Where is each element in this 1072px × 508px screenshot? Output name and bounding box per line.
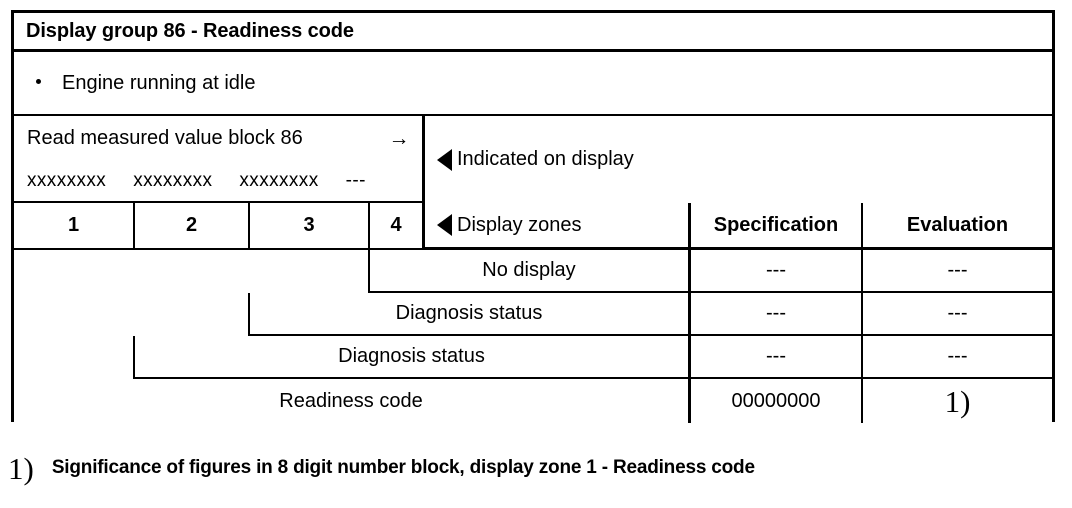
measured-values-row: xxxxxxxx xxxxxxxx xxxxxxxx ---	[14, 161, 422, 203]
row-specification-3: ---	[688, 336, 861, 379]
indicated-on-display-panel: Indicated on display	[422, 116, 1052, 203]
row-label-1: No display	[482, 259, 576, 281]
zone-header-2: 2	[133, 203, 248, 250]
page-title: Display group 86 - Readiness code	[26, 19, 354, 42]
bullet-dot-icon	[36, 79, 41, 84]
table-row: Readiness code	[14, 379, 688, 423]
footnote-text: Significance of figures in 8 digit numbe…	[51, 457, 755, 478]
zone-number-3: 3	[303, 214, 315, 236]
readiness-code-table: Display group 86 - Readiness code Engine…	[11, 10, 1055, 423]
condition-text: Engine running at idle	[62, 71, 256, 94]
specification-header-text: Specification	[713, 213, 839, 236]
zone-header-1: 1	[14, 203, 133, 250]
row-specification-4: 00000000	[688, 379, 861, 423]
row-evaluation-3: ---	[861, 336, 1052, 379]
footnote-marker: 1)	[8, 450, 34, 486]
row-eval-value-2: ---	[947, 302, 968, 324]
row-eval-value-1: ---	[947, 259, 968, 281]
value-group-4: ---	[345, 170, 366, 191]
column-header-evaluation: Evaluation	[861, 203, 1052, 250]
column-header-specification: Specification	[688, 203, 861, 250]
read-measured-value-row: Read measured value block 86	[14, 116, 422, 161]
row-label-3: Diagnosis status	[338, 345, 485, 367]
row-label-2: Diagnosis status	[395, 302, 543, 324]
zone-number-2: 2	[185, 214, 198, 236]
display-zones-label: Display zones	[457, 213, 582, 236]
row-eval-value-3: ---	[947, 345, 968, 367]
condition-row: Engine running at idle	[14, 52, 1052, 116]
read-measured-value-label: Read measured value block 86	[27, 127, 303, 149]
table-row: Diagnosis status	[133, 336, 688, 379]
row-spec-value-4: 00000000	[731, 389, 821, 412]
right-arrow-icon: →	[388, 127, 410, 150]
zone-number-1: 1	[67, 214, 80, 236]
row-label-4: Readiness code	[279, 389, 423, 412]
table-row: No display	[368, 250, 688, 293]
row-evaluation-1: ---	[861, 250, 1052, 293]
row-evaluation-2: ---	[861, 293, 1052, 336]
footnote: 1) Significance of figures in 8 digit nu…	[8, 443, 1058, 493]
value-group-1: xxxxxxxx	[27, 170, 107, 191]
row-spec-value-1: ---	[766, 259, 786, 281]
row-specification-1: ---	[688, 250, 861, 293]
evaluation-header-text: Evaluation	[906, 213, 1009, 236]
zone-header-4: 4	[368, 203, 422, 250]
zone-header-3: 3	[248, 203, 368, 250]
measured-values-text: xxxxxxxx xxxxxxxx xxxxxxxx ---	[27, 170, 366, 192]
row-evaluation-4: 1)	[861, 379, 1052, 423]
row-spec-value-2: ---	[766, 302, 786, 324]
indicated-on-display-label: Indicated on display	[457, 148, 634, 170]
row-spec-value-3: ---	[766, 345, 786, 367]
value-group-2: xxxxxxxx	[133, 170, 213, 191]
table-title-bar: Display group 86 - Readiness code	[14, 13, 1052, 52]
triangle-left-icon	[437, 214, 452, 236]
triangle-left-icon	[437, 148, 452, 171]
value-group-3: xxxxxxxx	[239, 170, 319, 191]
table-row: Diagnosis status	[248, 293, 688, 336]
row-eval-footnote-marker: 1)	[944, 383, 971, 419]
zone-number-4: 4	[390, 214, 402, 236]
row-specification-2: ---	[688, 293, 861, 336]
